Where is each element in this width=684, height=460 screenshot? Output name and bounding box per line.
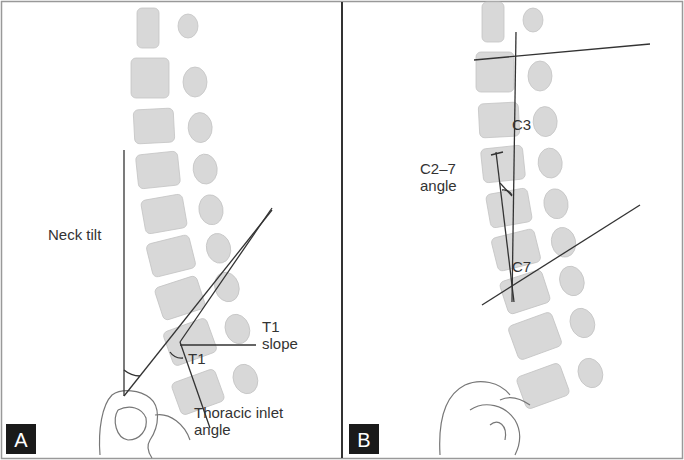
measure-label: Thoracic inlet angle: [194, 404, 284, 438]
panel-letter-text: A: [14, 429, 27, 451]
measure-label: T1: [188, 350, 206, 367]
measure-label: C2–7 angle: [420, 160, 470, 194]
panel-letter: A: [6, 424, 36, 454]
sternum-a: [100, 391, 191, 458]
measure-lines-a: [124, 150, 272, 428]
measure-lines-b: [474, 32, 650, 305]
measure-label: C7: [512, 258, 531, 275]
measure-label: C3: [512, 116, 531, 133]
measure-label: T1 slope: [262, 318, 302, 352]
measure-label: Neck tilt: [48, 226, 101, 243]
panel-divider: [341, 2, 343, 458]
panel-letter: B: [349, 424, 379, 454]
spine-b: [476, 2, 607, 412]
spine-a: [131, 8, 262, 418]
panel-letter-text: B: [357, 429, 370, 451]
sternum-b: [440, 382, 530, 455]
